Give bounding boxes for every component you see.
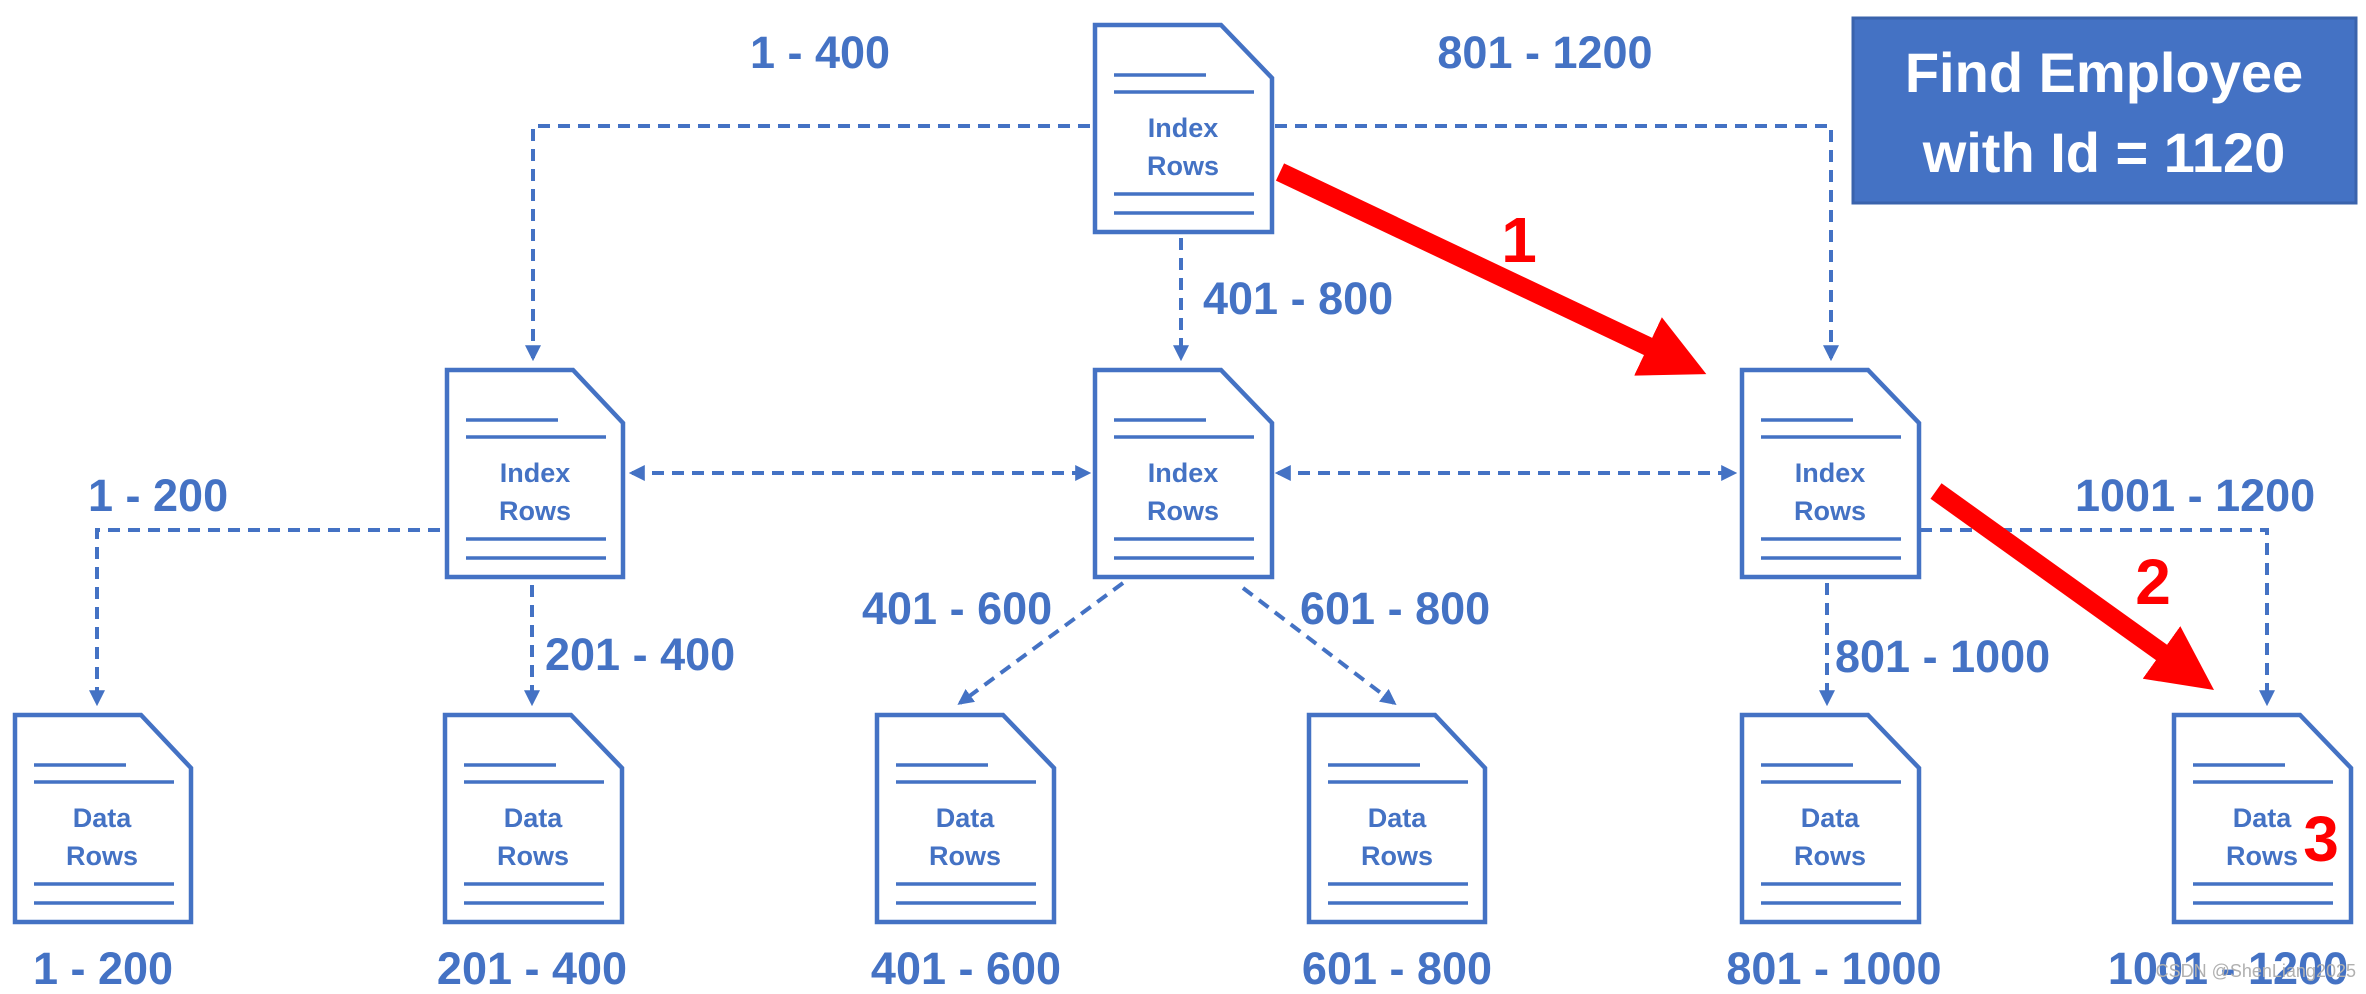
range-right-right: 1001 - 1200 xyxy=(2075,470,2315,521)
connector-right-to-leaf-6 xyxy=(1920,528,2275,707)
range-root-left: 1 - 400 xyxy=(750,27,890,78)
mid-center-label-line-1: Index xyxy=(1148,458,1219,488)
search-path-arrow-1 xyxy=(1275,163,1707,376)
range-labels: 1 - 400 801 - 1200 401 - 800 1 - 200 201… xyxy=(88,27,2315,682)
connectors xyxy=(89,124,2275,707)
leaf-6-label-line-1: Data xyxy=(2233,803,2293,833)
leaf-6-range-caption: 1001 - 1200 xyxy=(2108,943,2348,994)
step-3-label: 3 xyxy=(2303,803,2339,875)
leaf-5-label-line-2: Rows xyxy=(1794,841,1866,871)
leaf-5-range-caption: 801 - 1000 xyxy=(1726,943,1941,994)
search-path-arrow-2 xyxy=(1930,483,2215,691)
mid-center-label-line-2: Rows xyxy=(1147,496,1219,526)
search-path: 1 2 3 xyxy=(1275,163,2339,875)
leaf-2-label-line-2: Rows xyxy=(497,841,569,871)
connector-left-to-leaf-1 xyxy=(89,528,440,707)
range-left-left: 1 - 200 xyxy=(88,470,228,521)
leaf-5-label-line-1: Data xyxy=(1801,803,1861,833)
leaf-data-node-2: Data Rows xyxy=(442,712,625,925)
mid-left-index-node: Index Rows xyxy=(444,367,626,580)
range-center-right: 601 - 800 xyxy=(1300,583,1490,634)
mid-left-label-line-1: Index xyxy=(500,458,571,488)
connector-center-to-leaf-3 xyxy=(957,581,1125,705)
leaf-3-label-line-1: Data xyxy=(936,803,996,833)
leaf-3-range-caption: 401 - 600 xyxy=(871,943,1061,994)
leaf-1-label-line-2: Rows xyxy=(66,841,138,871)
leaf-4-label-line-2: Rows xyxy=(1361,841,1433,871)
leaf-4-label-line-1: Data xyxy=(1368,803,1428,833)
mid-right-index-node: Index Rows xyxy=(1739,367,1922,580)
leaf-1-range-caption: 1 - 200 xyxy=(33,943,173,994)
connector-center-to-leaf-4 xyxy=(1241,586,1397,705)
range-root-center: 401 - 800 xyxy=(1203,273,1393,324)
step-1-label: 1 xyxy=(1501,204,1537,276)
mid-right-label-line-1: Index xyxy=(1795,458,1866,488)
leaf-data-node-4: Data Rows xyxy=(1306,712,1488,925)
root-label-line-2: Rows xyxy=(1147,151,1219,181)
leaf-3-label-line-2: Rows xyxy=(929,841,1001,871)
root-label-line-1: Index xyxy=(1148,113,1219,143)
leaf-range-captions: 1 - 200 201 - 400 401 - 600 601 - 800 80… xyxy=(33,943,2348,994)
leaf-6-label-line-2: Rows xyxy=(2226,841,2298,871)
mid-center-index-node: Index Rows xyxy=(1092,367,1275,580)
title-line-2: with Id = 1120 xyxy=(1922,121,2286,184)
leaf-4-range-caption: 601 - 800 xyxy=(1302,943,1492,994)
title-line-1: Find Employee xyxy=(1905,41,2303,104)
step-2-label: 2 xyxy=(2135,546,2171,618)
connector-root-to-left xyxy=(525,124,1090,362)
root-index-node: Index Rows xyxy=(1092,22,1275,235)
leaf-data-node-1: Data Rows xyxy=(12,712,194,925)
range-center-left: 401 - 600 xyxy=(862,583,1052,634)
title-box: Find Employee with Id = 1120 xyxy=(1851,16,2358,205)
leaf-data-node-6: Data Rows xyxy=(2171,712,2354,925)
range-right-left: 801 - 1000 xyxy=(1835,631,2050,682)
leaf-data-node-5: Data Rows xyxy=(1739,712,1922,925)
leaf-2-range-caption: 201 - 400 xyxy=(437,943,627,994)
mid-right-label-line-2: Rows xyxy=(1794,496,1866,526)
range-left-right: 201 - 400 xyxy=(545,629,735,680)
leaf-data-node-3: Data Rows xyxy=(874,712,1057,925)
mid-left-label-line-2: Rows xyxy=(499,496,571,526)
leaf-1-label-line-1: Data xyxy=(73,803,133,833)
range-root-right: 801 - 1200 xyxy=(1437,27,1652,78)
connector-root-to-right xyxy=(1275,124,1839,362)
watermark: CSDN @ShenLiang2025 xyxy=(2156,961,2356,981)
leaf-2-label-line-1: Data xyxy=(504,803,564,833)
